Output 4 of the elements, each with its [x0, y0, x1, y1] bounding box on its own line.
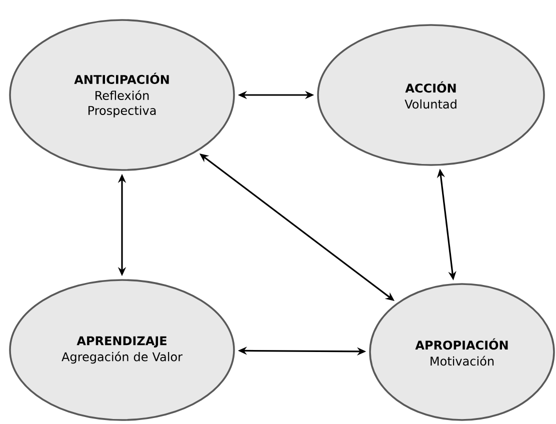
ellipse-node: APROPIACIÓN Motivación	[369, 283, 555, 421]
ellipse-node: ACCIÓN Voluntad	[317, 24, 545, 166]
ellipse-node: ANTICIPACIÓN Reflexión Prospectiva	[9, 19, 235, 171]
ellipse-node: APRENDIZAJE Agregación de Valor	[9, 279, 235, 421]
